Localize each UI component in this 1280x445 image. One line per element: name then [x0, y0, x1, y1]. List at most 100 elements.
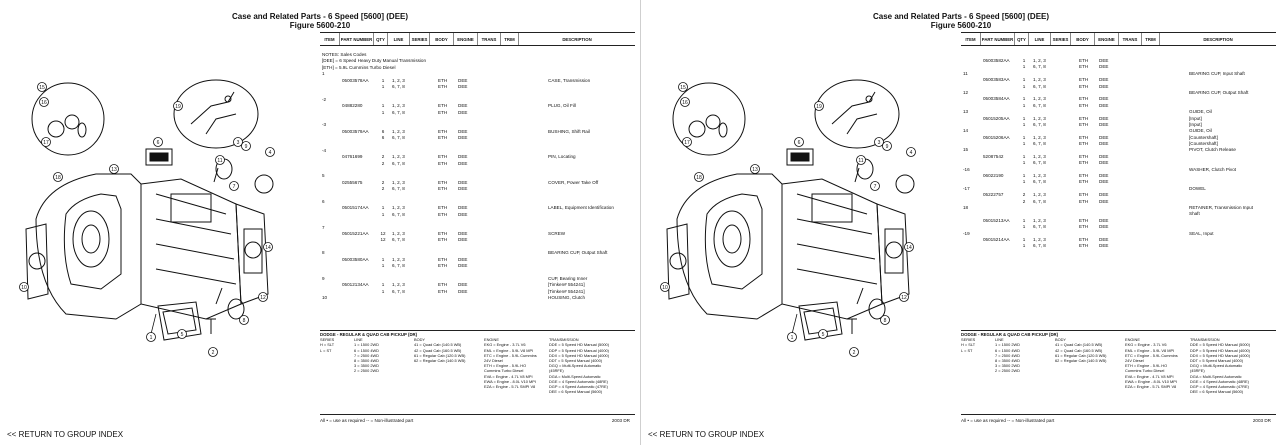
- item-number: 13: [963, 109, 969, 115]
- svg-text:8: 8: [243, 318, 246, 324]
- return-to-group-index-link[interactable]: << RETURN TO GROUP INDEX: [648, 430, 765, 439]
- quantity: 1: [381, 84, 385, 89]
- left-page: Case and Related Parts - 6 Speed [5600] …: [7, 12, 635, 439]
- svg-text:3: 3: [878, 140, 881, 146]
- callout-18: 18: [53, 172, 63, 182]
- engine-code: ETH: [438, 256, 448, 262]
- engine-code: ETH: [1079, 173, 1089, 179]
- item-number: 9: [322, 275, 325, 281]
- description: CASE, Transmission: [548, 77, 591, 83]
- col-qty: QTY: [1015, 33, 1029, 45]
- quantity: 1: [1022, 141, 1026, 147]
- exploded-diagram: 1 2 3 4 5 6 7 8 9 10 11 12 13 14 15 16 1…: [660, 79, 916, 357]
- trans-code: DEE: [1099, 77, 1109, 83]
- description: [Input]: [1189, 115, 1202, 121]
- line-codes: 1, 2, 3: [1033, 77, 1046, 83]
- description: WASHER, Clutch Pivot: [1189, 166, 1237, 172]
- part-number: 05003578AA: [342, 77, 369, 83]
- quantity: 1: [1022, 153, 1026, 159]
- col-series: SERIES: [1051, 33, 1071, 45]
- footer-year: 2003 DR: [1252, 418, 1271, 423]
- description: [Timken# 554241]: [548, 288, 585, 294]
- line-codes: 6, 7, 8: [1033, 83, 1046, 89]
- quantity: 12: [380, 237, 386, 243]
- description: [Countershaft]: [1189, 134, 1218, 140]
- item-number: 5: [322, 173, 325, 179]
- engine-code: ETH: [1079, 134, 1089, 140]
- col-trim: TRIM: [1142, 33, 1160, 45]
- part-number: 05222757: [983, 192, 1004, 198]
- callout-5: 5: [177, 329, 187, 339]
- engine-code: ETH: [1079, 96, 1089, 102]
- notes: NOTES: Sales Codes [DEE] = 6 Speed Heavy…: [320, 52, 635, 71]
- callout-18: 18: [694, 172, 704, 182]
- callout-16: 16: [39, 97, 49, 107]
- trans-code: DEE: [1099, 243, 1109, 249]
- return-to-group-index-link[interactable]: << RETURN TO GROUP INDEX: [7, 430, 124, 439]
- trans-code: DEE: [1099, 115, 1109, 121]
- callout-2: 2: [849, 347, 859, 357]
- divider: [320, 414, 635, 415]
- engine-code: ETH: [1079, 121, 1089, 127]
- description: Shaft: [1189, 211, 1200, 217]
- exploded-diagram: 1 2 3 4 5 6 7 8 9 10 11 12 13 14 15 16 1…: [19, 79, 275, 357]
- table-row: -3: [320, 122, 635, 128]
- trans-code: DEE: [458, 205, 468, 211]
- engine-code: ETH: [1079, 198, 1089, 204]
- note-line: NOTES: Sales Codes: [322, 52, 367, 57]
- col-description: DESCRIPTION: [1203, 36, 1233, 42]
- legend-title: DODGE - REGULAR & QUAD CAB PICKUP (DR): [320, 330, 635, 337]
- part-number: 05003584AA: [983, 96, 1010, 102]
- part-number: 02555675: [342, 179, 363, 185]
- table-header: ITEM PART NUMBER QTY LINE SERIES BODY EN…: [961, 32, 1276, 46]
- item-number: 8: [322, 250, 325, 256]
- trans-code: DEE: [458, 109, 468, 115]
- callout-6: 6: [794, 137, 804, 147]
- trans-code: DEE: [458, 262, 468, 268]
- line-codes: 1, 2, 3: [1033, 115, 1046, 121]
- description: SEAL, Input: [1189, 230, 1214, 236]
- quantity: 1: [381, 77, 385, 83]
- engine-code: ETH: [438, 230, 448, 236]
- line-codes: 1, 2, 3: [1033, 192, 1046, 198]
- line-codes: 1, 2, 3: [392, 256, 405, 262]
- col-line: LINE: [388, 33, 410, 45]
- table-body: 1 05003578AA 1 1, 2, 3 ETH DEE CASE, Transmiss…: [320, 71, 635, 301]
- line-codes: 6, 7, 8: [1033, 121, 1046, 127]
- col-part-number: PART NUMBER: [340, 33, 374, 45]
- description: RETAINER, Transmission Input: [1189, 204, 1253, 210]
- svg-text:3: 3: [237, 140, 240, 146]
- svg-text:19: 19: [175, 104, 181, 110]
- quantity: 1: [1022, 121, 1026, 127]
- figure-number: Figure 5600-210: [289, 21, 351, 30]
- line-codes: 6, 7, 8: [1033, 64, 1046, 70]
- line-codes: 1, 2, 3: [1033, 134, 1046, 140]
- callout-8: 8: [880, 315, 890, 325]
- line-codes: 6, 7, 8: [1033, 198, 1046, 204]
- table-row: Shaft: [961, 211, 1276, 217]
- col-series: SERIES: [410, 33, 430, 45]
- legend-line: LINE 1 = 1500 2WD 6 = 1500 4WD 7 = 2500 …: [354, 337, 379, 374]
- line-codes: 6, 7, 8: [392, 288, 405, 294]
- item-number: [961, 243, 983, 249]
- svg-text:19: 19: [816, 104, 822, 110]
- detail-inset-circle: [173, 79, 259, 149]
- line-codes: 6, 7, 8: [392, 237, 405, 243]
- svg-text:18: 18: [696, 175, 702, 181]
- table-header: ITEM PART NUMBER QTY LINE SERIES BODY EN…: [320, 32, 635, 46]
- engine-code: ETH: [438, 160, 448, 166]
- description: COVER, Power Take Off: [548, 179, 599, 185]
